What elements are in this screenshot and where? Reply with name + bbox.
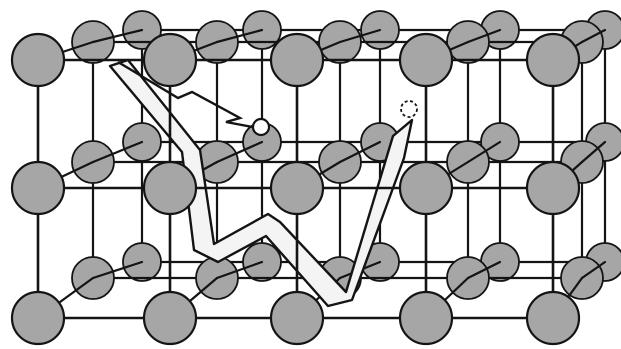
- large-atom-front-1-4: [527, 162, 579, 214]
- large-atom-front-0-1: [144, 34, 196, 86]
- large-atom-front-0-3: [400, 34, 452, 86]
- large-atom-front-1-2: [271, 162, 323, 214]
- large-atom-front-1-1: [144, 162, 196, 214]
- large-atom-front-0-2: [271, 34, 323, 86]
- large-atom-front-1-0: [12, 162, 64, 214]
- large-atom-front-2-0: [12, 292, 64, 344]
- large-atom-front-2-3: [400, 292, 452, 344]
- large-atom-front-0-4: [527, 34, 579, 86]
- large-atom-front-1-3: [400, 162, 452, 214]
- large-atom-front-2-1: [144, 292, 196, 344]
- interstitial-atom: [253, 119, 269, 135]
- large-atom-front-0-0: [12, 34, 64, 86]
- large-atom-front-2-2: [271, 292, 323, 344]
- large-atom-front-2-4: [527, 292, 579, 344]
